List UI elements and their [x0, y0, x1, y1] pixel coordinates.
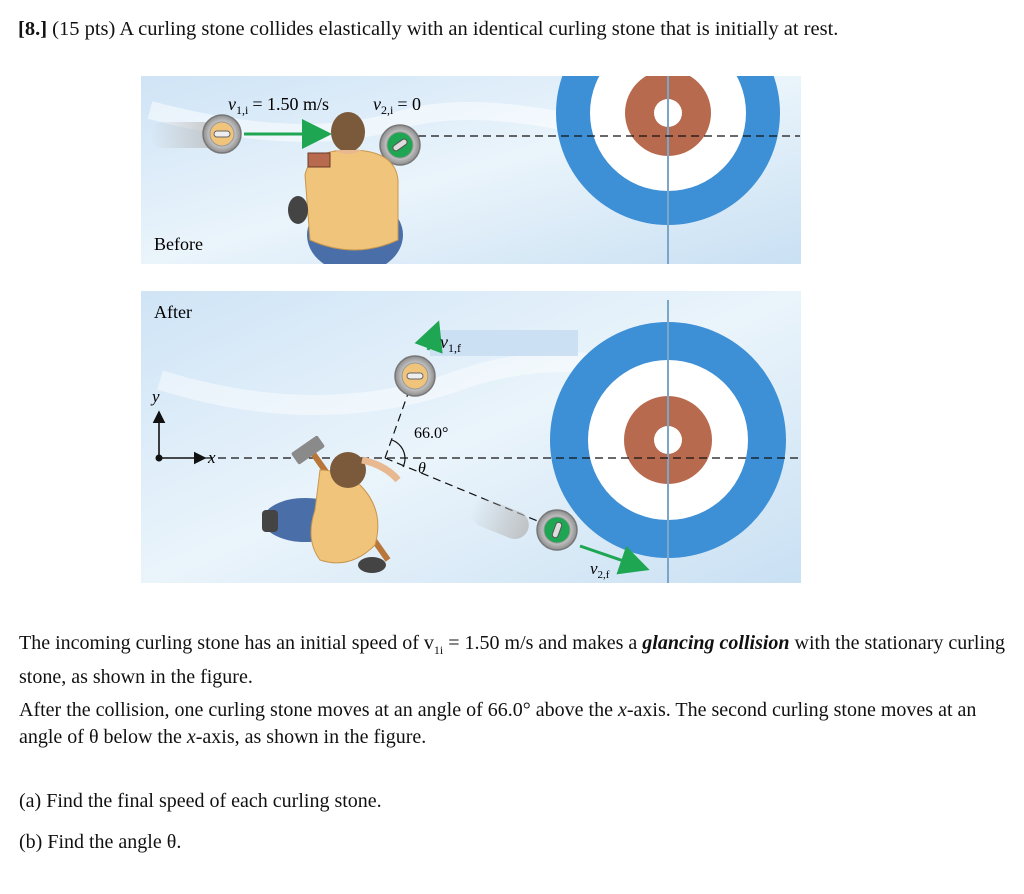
v1f-arrow: [414, 320, 443, 354]
glancing-collision-emphasis: glancing collision: [642, 632, 790, 654]
after-panel: y x v1,f 66.0° θ v2,f: [141, 291, 801, 583]
theta-label: θ: [418, 460, 426, 477]
v2f-label: v2,f: [590, 559, 610, 581]
stone-2-after: [536, 509, 578, 551]
paragraph-after-collision: After the collision, one curling stone m…: [19, 699, 977, 748]
curler-before: [288, 112, 403, 264]
stone-1-before: [202, 114, 242, 154]
stone-2-path: [384, 457, 541, 523]
stone-2-before: [379, 124, 421, 166]
problem-text: A curling stone collides elastically wit…: [119, 18, 839, 40]
stone-1-after: [394, 355, 436, 397]
axis-y-label: y: [150, 387, 160, 406]
label-after: After: [154, 302, 192, 322]
problem-number: [8.]: [18, 18, 48, 40]
label-before: Before: [154, 234, 203, 254]
question-b: (b) Find the angle θ.: [19, 831, 182, 853]
v2f-arrow: [579, 544, 650, 575]
before-panel: Before v1,i= 1.50 m/s v2,i= 0: [141, 76, 801, 264]
angle-66-label: 66.0°: [414, 425, 448, 442]
v1f-label: v1,f: [440, 332, 461, 355]
curling-figure: Before v1,i= 1.50 m/s v2,i= 0 y x: [141, 76, 801, 583]
v2i-label: v2,i= 0: [373, 94, 421, 117]
problem-statement: [8.] (15 pts) A curling stone collides e…: [18, 18, 838, 41]
axis-x-label: x: [207, 448, 216, 467]
curler-after: [262, 435, 401, 573]
paragraph-incoming-stone: The incoming curling stone has an initia…: [19, 632, 1006, 688]
problem-points: (15 pts): [52, 18, 116, 40]
house-target-bottom: [550, 300, 786, 583]
angle-arc-theta: [402, 457, 406, 468]
angle-arc-66: [391, 439, 406, 459]
v1i-label: v1,i= 1.50 m/s: [228, 94, 329, 117]
question-a: (a) Find the final speed of each curling…: [19, 790, 382, 812]
